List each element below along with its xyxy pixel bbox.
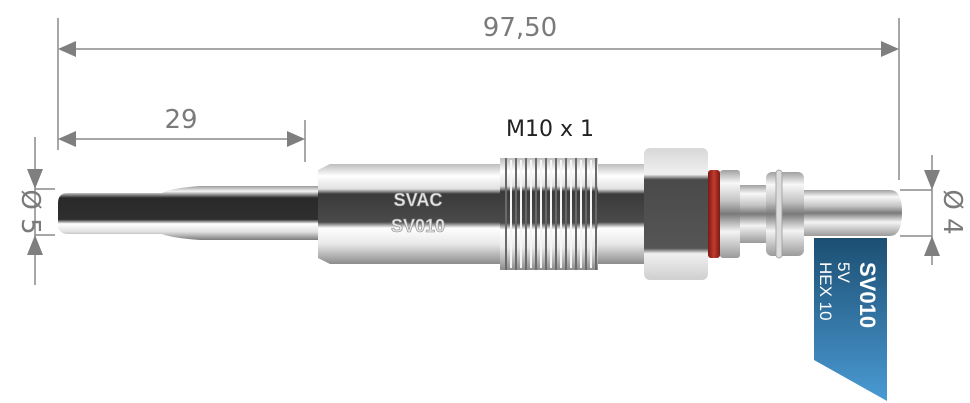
arrow-down-icon xyxy=(27,169,43,189)
tag-hex: HEX 10 xyxy=(816,262,835,321)
overall-length-label: 97,50 xyxy=(483,13,557,43)
terminal-pin xyxy=(804,190,902,236)
product-tag: SV010 5V HEX 10 xyxy=(814,238,887,401)
terminal-collar xyxy=(720,170,740,258)
tip-diameter-label: Ø 5 xyxy=(15,189,45,234)
part-marking: SV010 xyxy=(391,216,445,236)
arrow-left-icon xyxy=(58,41,76,57)
plug-body xyxy=(318,164,500,264)
terminal-ring xyxy=(766,172,804,256)
thread xyxy=(500,158,598,270)
overall-length-dimension: 97,50 xyxy=(57,13,900,180)
shank xyxy=(598,164,644,264)
arrow-right-icon xyxy=(287,131,305,147)
hex-nut xyxy=(644,148,708,280)
terminal-diameter-dimension: Ø 4 xyxy=(900,155,967,265)
terminal-neck xyxy=(740,185,768,243)
tip-length-label: 29 xyxy=(164,105,197,135)
arrow-right-icon xyxy=(881,41,899,57)
heater-tip xyxy=(58,186,320,240)
arrow-left-icon xyxy=(58,131,76,147)
seal-ring xyxy=(708,170,720,258)
arrow-down-icon xyxy=(924,170,940,190)
brand-marking: SVAC xyxy=(394,190,443,210)
tag-voltage: 5V xyxy=(834,262,853,283)
thread-spec-label: M10 x 1 xyxy=(506,117,594,142)
tag-part-number: SV010 xyxy=(855,262,880,328)
tip-diameter-dimension: Ø 5 xyxy=(15,137,55,285)
glow-plug: SVAC SV010 xyxy=(58,117,902,280)
terminal-diameter-label: Ø 4 xyxy=(937,189,967,234)
arrow-up-icon xyxy=(27,235,43,255)
tip-length-dimension: 29 xyxy=(58,105,306,162)
arrow-up-icon xyxy=(924,236,940,256)
